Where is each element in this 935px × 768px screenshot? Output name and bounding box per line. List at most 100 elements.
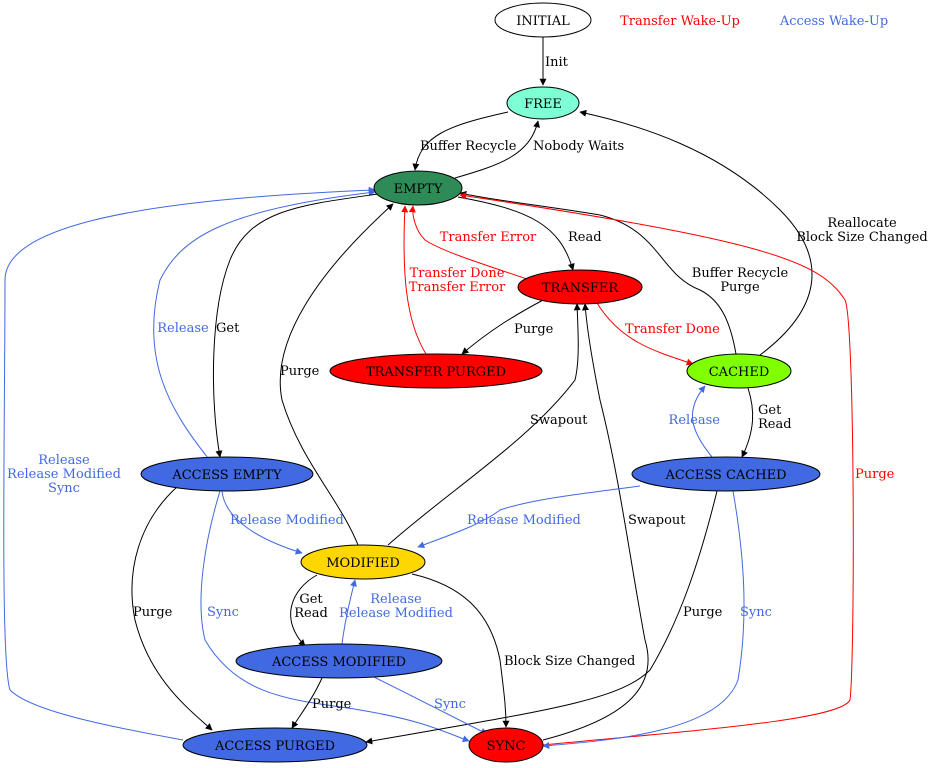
node-access-empty: ACCESS EMPTY — [140, 456, 314, 492]
edge-label-access-cached-to-access-purged: Purge — [683, 605, 723, 620]
edge-modified-to-transfer — [387, 303, 581, 546]
node-label: ACCESS EMPTY — [171, 468, 282, 483]
edge-access-modified-to-sync — [371, 675, 488, 735]
edge-sync-to-transfer — [542, 303, 649, 741]
node-shape — [631, 456, 821, 492]
node-initial: INITIAL — [494, 2, 592, 38]
node-access-purged: ACCESS PURGED — [182, 727, 368, 763]
edge-access-modified-to-access-purged — [291, 677, 323, 729]
edge-label-line: Get — [299, 592, 323, 607]
edge-label-line: Init — [545, 55, 569, 70]
edge-label-line: Release Modified — [467, 513, 581, 528]
edge-transfer-purged-to-empty — [401, 205, 427, 355]
node-label: SYNC — [487, 739, 526, 754]
edge-label-line: Read — [294, 606, 328, 621]
node-shape — [329, 353, 543, 389]
node-label: FREE — [524, 97, 562, 112]
edge-label-modified-to-sync: Block Size Changed — [504, 654, 635, 669]
edge-access-cached-to-access-purged — [365, 490, 718, 745]
edge-transfer-to-empty — [408, 205, 531, 281]
node-label: MODIFIED — [326, 556, 400, 571]
edge-label-access-cached-to-cached: Release — [669, 413, 721, 428]
edge-label-line: Release — [370, 592, 422, 607]
node-shape — [300, 544, 426, 580]
edge-cached-to-access-cached — [741, 387, 754, 458]
edge-label-line: Purge — [514, 322, 554, 337]
node-shape — [506, 86, 580, 120]
edge-label-line: Release Modified — [230, 513, 344, 528]
edge-label-access-empty-to-modified: Release Modified — [230, 513, 344, 528]
edge-label-line: Swapout — [628, 513, 686, 528]
legend-transfer-wake-up: Transfer Wake-Up — [620, 14, 740, 29]
edge-label-line: Reallocate — [827, 216, 897, 231]
edge-label-line: Sync — [740, 605, 772, 620]
edge-label-line: Purge — [280, 364, 320, 379]
node-label: CACHED — [709, 365, 770, 380]
edge-access-cached-to-modified — [417, 485, 641, 549]
node-shape — [235, 643, 443, 679]
edge-label-line: Release Modified — [7, 467, 121, 482]
edge-empty-to-access-empty — [212, 193, 379, 458]
edge-label-line: Transfer Error — [409, 280, 506, 295]
edge-label-line: Block Size Changed — [504, 654, 635, 669]
edge-transfer-to-transfer-purged — [461, 298, 546, 355]
edge-label-line: Read — [568, 230, 602, 245]
node-shape — [468, 727, 544, 763]
edge-label-line: Buffer Recycle — [692, 266, 789, 281]
edge-empty-to-transfer — [457, 196, 575, 271]
edge-label-line: Purge — [855, 467, 895, 482]
edge-label-line: Block Size Changed — [796, 230, 927, 245]
edge-access-empty-to-modified — [221, 490, 303, 555]
node-shape — [517, 269, 643, 305]
edge-label-line: Sync — [207, 605, 239, 620]
edge-label-line: Release Modified — [339, 606, 453, 621]
edge-sync-to-empty — [459, 192, 854, 746]
node-label: TRANSFER PURGED — [366, 365, 506, 380]
edge-label-initial-to-free: Init — [545, 55, 569, 70]
edge-label-access-cached-to-sync: Sync — [740, 605, 772, 620]
edge-label-line: Nobody Waits — [533, 139, 624, 154]
node-shape — [373, 170, 463, 206]
edge-access-cached-to-cached — [691, 385, 713, 458]
edge-label-access-modified-to-access-purged: Purge — [312, 697, 352, 712]
edge-cached-to-free — [579, 109, 813, 356]
node-shape — [494, 2, 592, 38]
edge-label-line: Get — [216, 321, 240, 336]
edge-label-line: Purge — [720, 280, 760, 295]
edge-access-purged-to-empty — [3, 186, 376, 741]
edge-access-cached-to-sync — [542, 490, 745, 749]
nodes: INITIAL FREE EMPTY TRANSFER TRANSFER PURGED C… — [140, 2, 821, 763]
node-label: ACCESS MODIFIED — [271, 655, 406, 670]
edge-empty-to-free — [454, 120, 540, 179]
edge-label-line: Release — [38, 453, 90, 468]
edge-label-line: Swapout — [530, 413, 588, 428]
node-label: TRANSFER — [542, 281, 620, 296]
node-modified: MODIFIED — [300, 544, 426, 580]
edge-label-line: Get — [758, 403, 782, 418]
edge-modified-to-empty — [279, 203, 394, 546]
edge-label-transfer-to-transfer-purged: Purge — [514, 322, 554, 337]
node-empty: EMPTY — [373, 170, 463, 206]
edge-label-line: Sync — [434, 697, 466, 712]
edge-label-empty-to-free: Nobody Waits — [533, 139, 624, 154]
edge-label-access-empty-to-access-purged: Purge — [133, 605, 173, 620]
node-sync: SYNC — [468, 727, 544, 763]
edge-label-modified-to-transfer: Swapout — [530, 413, 588, 428]
edge-label-line: Read — [758, 417, 792, 432]
edge-label-line: Purge — [133, 605, 173, 620]
node-label: EMPTY — [394, 182, 443, 197]
edge-label-line: Release — [669, 413, 721, 428]
edge-label-line: Transfer Error — [440, 230, 537, 245]
edge-label-transfer-to-empty: Transfer Error — [440, 230, 537, 245]
edges — [3, 37, 854, 749]
edge-label-empty-to-access-empty: Get — [216, 321, 240, 336]
node-label: ACCESS CACHED — [664, 468, 786, 483]
node-label: ACCESS PURGED — [214, 739, 335, 754]
